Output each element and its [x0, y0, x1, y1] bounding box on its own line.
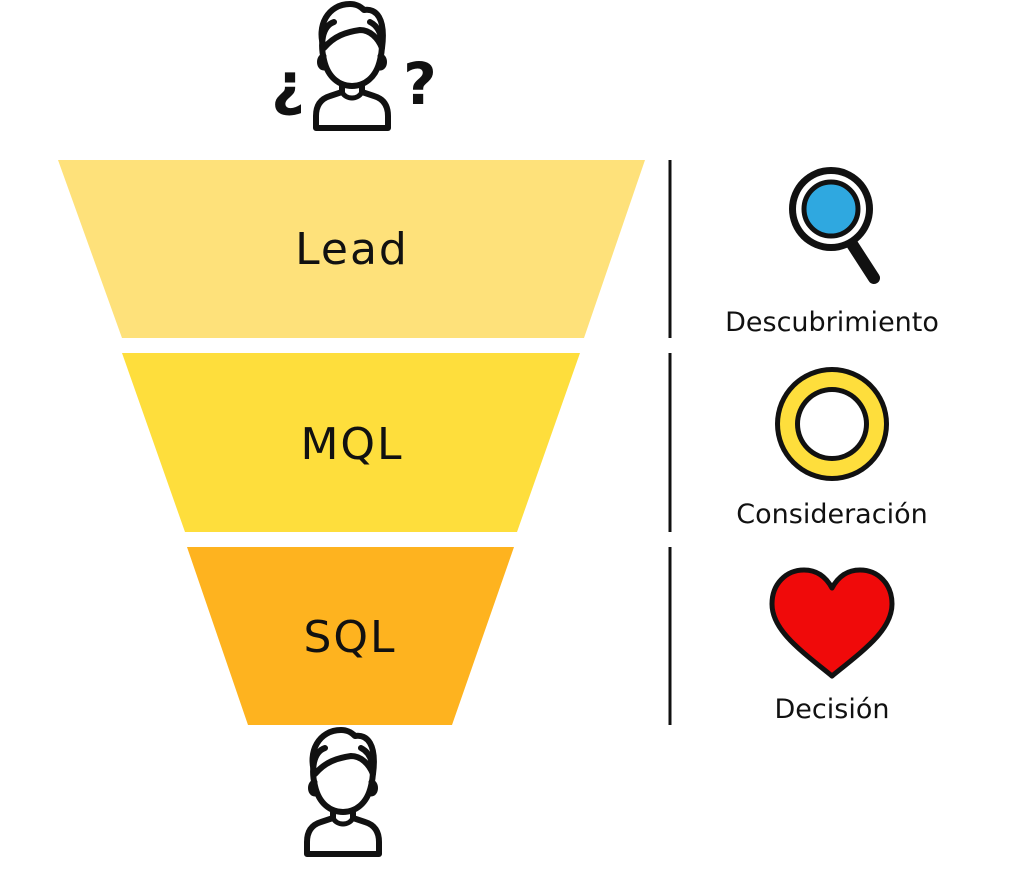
close-question-mark: ?: [403, 50, 437, 118]
stage-decision: Decisión: [769, 567, 895, 725]
stage-descubrimiento: Descubrimiento: [725, 167, 939, 338]
person-outline-icon: [307, 730, 379, 854]
stage-consideracion: Consideración: [736, 367, 928, 530]
stage-caption-descubrimiento: Descubrimiento: [725, 307, 939, 338]
ring-icon: [775, 367, 889, 481]
funnel-level-mql-shape: [122, 353, 580, 532]
person-outline-icon: [316, 4, 388, 128]
stage-caption-consideracion: Consideración: [736, 499, 927, 530]
top-question: ¿ ?: [271, 4, 437, 128]
heart-icon: [769, 567, 895, 679]
bottom-person: [307, 730, 379, 854]
magnifier-icon: [789, 167, 880, 284]
funnel-level-sql-shape: [187, 547, 514, 725]
funnel-level-mql: MQL: [122, 353, 580, 532]
funnel-level-sql-label: SQL: [303, 612, 396, 663]
funnel-level-lead-label: Lead: [295, 224, 409, 275]
open-question-mark: ¿: [271, 50, 305, 118]
funnel: Lead MQL SQL: [58, 160, 645, 725]
funnel-level-lead: Lead: [58, 160, 645, 338]
funnel-level-lead-shape: [58, 160, 645, 338]
funnel-level-sql: SQL: [187, 547, 514, 725]
stage-caption-decision: Decisión: [775, 694, 890, 725]
funnel-level-mql-label: MQL: [300, 419, 403, 470]
